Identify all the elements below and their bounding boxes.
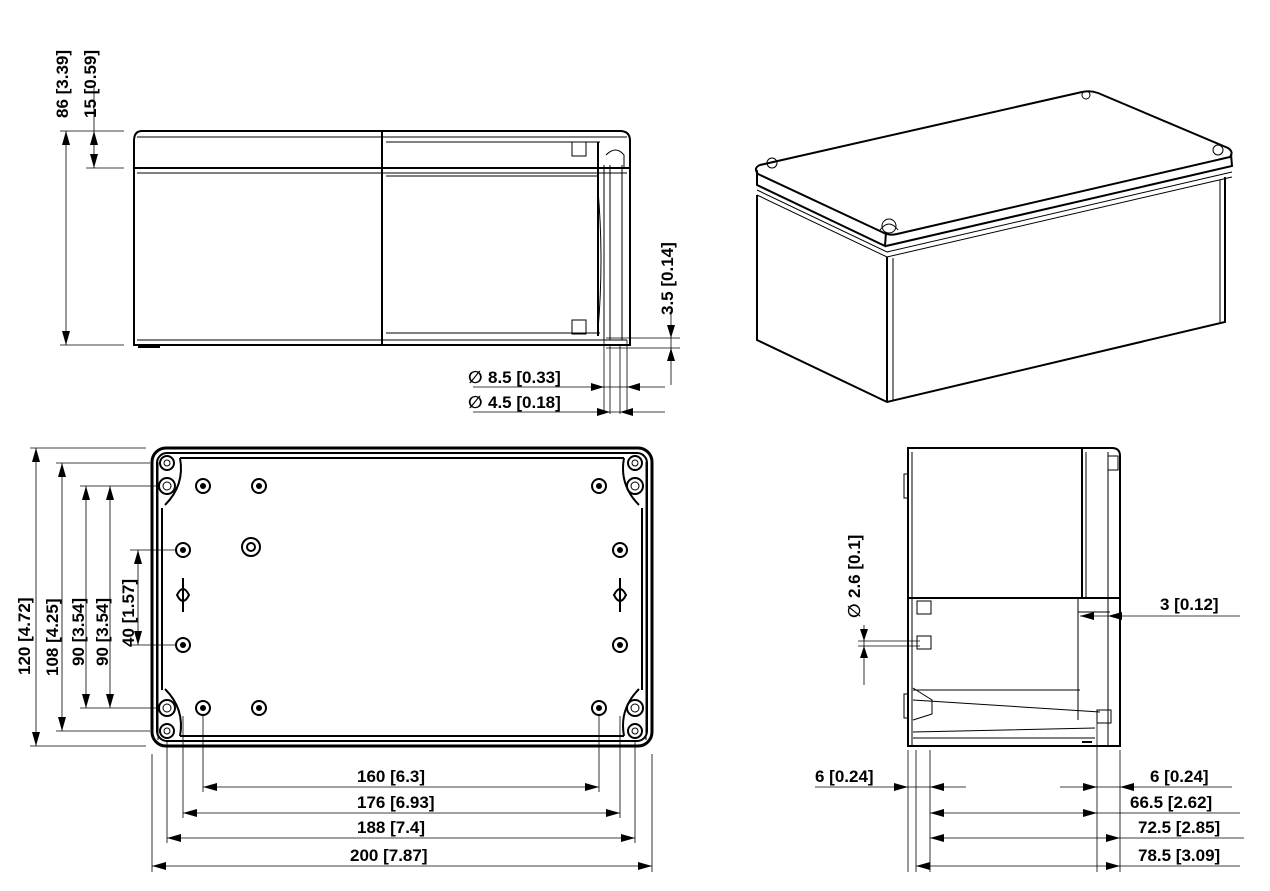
dim-15: 15 [0.59] [81, 50, 124, 169]
dim-40: 40 [1.57] [119, 549, 175, 647]
dim-160: 160 [6.3] [202, 716, 600, 792]
dim-188: 188 [7.4] [166, 740, 636, 843]
isometric-view [754, 90, 1234, 404]
dim-188-label: 188 [7.4] [357, 818, 425, 837]
dim-dia-8-5: ∅ 8.5 [0.33] [468, 340, 665, 414]
dim-90a-label: 90 [3.54] [69, 598, 88, 666]
front-view [133, 130, 631, 348]
dim-108: 108 [4.25] [43, 462, 150, 732]
dim-176-label: 176 [6.93] [357, 793, 435, 812]
side-view [903, 447, 1121, 747]
dim-78-5: 78.5 [3.09] [916, 846, 1240, 870]
dim-90b: 90 [3.54] [93, 486, 114, 708]
corner-screw-tl [158, 455, 182, 506]
dim-120-label: 120 [4.72] [15, 598, 34, 676]
dim-3-label: 3 [0.12] [1160, 595, 1219, 614]
dim-108-label: 108 [4.25] [43, 599, 62, 677]
dim-dia-8-5-label: 8.5 [0.33] [488, 368, 561, 387]
corner-screw-br [622, 688, 644, 739]
dim-200-label: 200 [7.87] [350, 846, 428, 865]
dim-dia-2-6: ∅ 2.6 [0.1] [845, 535, 920, 685]
dim-dia-4-5: ∅ 4.5 [0.18] [468, 345, 665, 416]
dim-86: 86 [3.39] [53, 50, 124, 346]
mounting-bosses [175, 478, 628, 716]
dim-90a: 90 [3.54] [69, 485, 160, 709]
dim-40-label: 40 [1.57] [119, 579, 138, 647]
dim-6-left: 6 [0.24] [815, 750, 966, 872]
dim-120: 120 [4.72] [15, 447, 146, 747]
dim-66-5: 66.5 [2.62] [929, 750, 1240, 872]
dim-6-right: 6 [0.24] [1060, 720, 1232, 872]
dim-90b-label: 90 [3.54] [93, 598, 112, 666]
dim-dia-4-5-label: 4.5 [0.18] [488, 393, 561, 412]
dim-3-5-label: 3.5 [0.14] [658, 242, 677, 315]
corner-screw-bl [158, 688, 182, 739]
corner-screw-tr [622, 455, 644, 506]
dim-dia-2-6-symbol: ∅ [845, 603, 864, 618]
dim-dia-8-5-symbol: ∅ [468, 368, 483, 387]
dim-15-label: 15 [0.59] [81, 50, 100, 118]
dim-dia-2-6-label: 2.6 [0.1] [845, 535, 864, 598]
dim-72-5: 72.5 [2.85] [930, 818, 1244, 842]
dim-86-label: 86 [3.39] [53, 50, 72, 118]
dim-3-5: 3.5 [0.14] [606, 242, 680, 385]
dim-78-5-label: 78.5 [3.09] [1138, 846, 1220, 865]
bottom-view [150, 446, 654, 748]
dim-66-5-label: 66.5 [2.62] [1130, 793, 1212, 812]
dim-6-right-label: 6 [0.24] [1150, 767, 1209, 786]
dim-6-left-label: 6 [0.24] [815, 767, 874, 786]
dim-160-label: 160 [6.3] [357, 767, 425, 786]
dim-176: 176 [6.93] [182, 716, 621, 818]
dim-72-5-label: 72.5 [2.85] [1138, 818, 1220, 837]
dim-3: 3 [0.12] [1080, 595, 1240, 620]
dim-dia-4-5-symbol: ∅ [468, 393, 483, 412]
dim-200: 200 [7.87] [151, 754, 653, 872]
